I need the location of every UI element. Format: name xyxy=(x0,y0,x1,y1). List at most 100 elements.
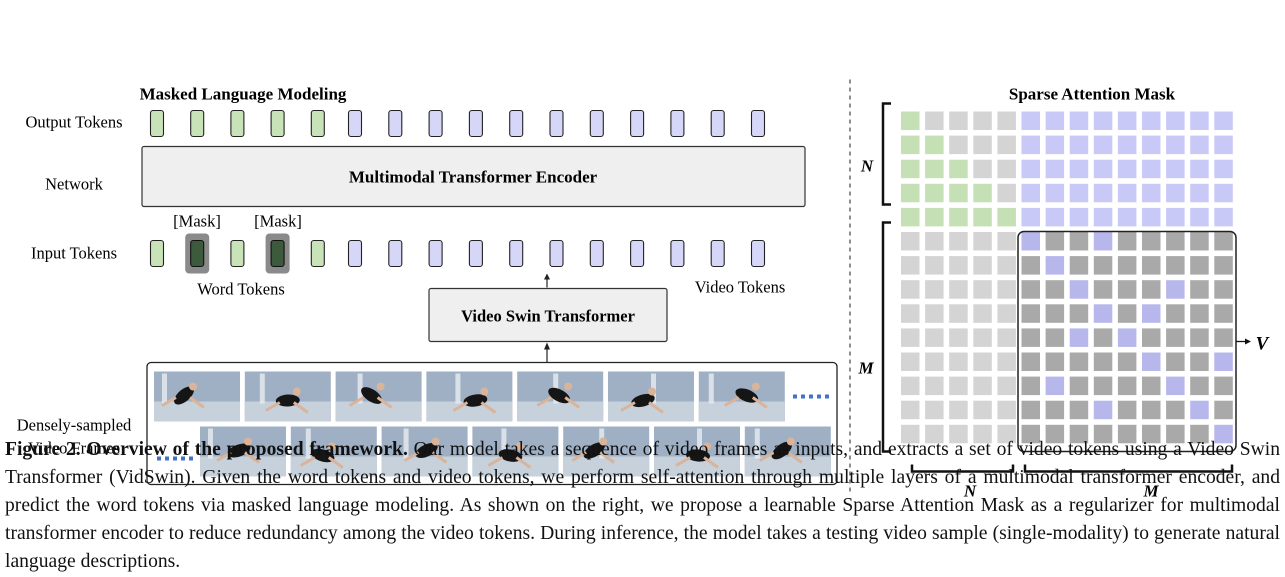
mask-cell-video-masked xyxy=(1214,328,1233,347)
mask-cell-text-video xyxy=(1142,207,1161,227)
mask-cell-video-learned xyxy=(1214,352,1233,371)
mask-cell-text-video xyxy=(1190,135,1209,155)
brace-n-bottom xyxy=(910,464,1015,473)
mask-cell-video-masked xyxy=(1190,328,1209,347)
mask-cell-text-video xyxy=(1069,207,1089,227)
mask-cell-video-masked xyxy=(1069,232,1089,251)
mask-cell-video-masked xyxy=(1045,280,1065,299)
output-video-token xyxy=(388,109,403,138)
mask-cell-text-causal xyxy=(925,183,944,203)
mask-cell-video-masked xyxy=(1069,352,1089,371)
output-video-token xyxy=(750,109,766,138)
output-video-token xyxy=(347,109,363,138)
mask-cell-blocked xyxy=(949,232,968,251)
mask-cell-blocked xyxy=(997,232,1016,251)
mask-cell-blocked xyxy=(997,280,1016,299)
mask-cell-blocked xyxy=(949,256,968,275)
mask-cell-video-masked xyxy=(1166,328,1185,347)
mask-cell-text-video xyxy=(1142,183,1161,203)
ellipsis-top-icon xyxy=(793,394,829,399)
mask-label-2: [Mask] xyxy=(254,212,302,231)
mask-cell-video-learned xyxy=(1045,376,1065,396)
mask-cell-text-video xyxy=(1045,159,1065,179)
mask-cell-text-video xyxy=(1117,135,1137,155)
mask-cell-video-masked xyxy=(1214,376,1233,396)
mask-cell-video-masked xyxy=(1045,400,1065,420)
video-swin-box xyxy=(428,287,668,343)
mask-cell-text-video xyxy=(1117,111,1137,130)
mask-cell-video-masked xyxy=(1093,376,1113,396)
mask-cell-text-video xyxy=(1117,159,1137,179)
video-frame-thumbnail xyxy=(244,371,331,422)
mask-cell-blocked xyxy=(997,111,1016,130)
mask-cell-text-video xyxy=(1166,111,1185,130)
mask-cell-text-video xyxy=(1166,207,1185,227)
mask-cell-video-masked xyxy=(1021,280,1040,299)
mask-cell-text-video xyxy=(1093,111,1113,130)
mask-cell-video-masked xyxy=(1021,304,1040,323)
mask-cell-blocked xyxy=(901,376,920,396)
mask-cell-text-video xyxy=(1117,183,1137,203)
mask-cell-text-video xyxy=(1166,159,1185,179)
mask-cell-text-video xyxy=(1214,159,1233,179)
brace-m-left xyxy=(881,221,891,453)
video-frames-group xyxy=(154,371,831,477)
video-frame-thumbnail xyxy=(608,371,694,422)
video-frame-thumbnail xyxy=(517,371,604,422)
mask-cell-video-masked xyxy=(1142,400,1161,420)
output-word-token xyxy=(190,109,205,138)
mask-cell-video-masked xyxy=(1093,352,1113,371)
mask-cell-blocked xyxy=(997,256,1016,275)
mask-cell-text-causal xyxy=(925,207,944,227)
mask-cell-video-masked xyxy=(1117,280,1137,299)
mask-cell-blocked xyxy=(973,159,992,179)
mask-cell-blocked xyxy=(925,376,944,396)
mask-cell-video-masked xyxy=(1045,232,1065,251)
mask-cell-video-masked xyxy=(1045,328,1065,347)
mask-cell-blocked xyxy=(925,352,944,371)
mask-cell-blocked xyxy=(997,400,1016,420)
mask-cell-text-video xyxy=(1142,159,1161,179)
mask-cell-text-video xyxy=(1214,207,1233,227)
mask-cell-blocked xyxy=(973,111,992,130)
mask-cell-video-learned xyxy=(1142,304,1161,323)
mask-cell-text-causal xyxy=(949,159,968,179)
mask-cell-blocked xyxy=(925,111,944,130)
mask-cell-blocked xyxy=(997,304,1016,323)
output-word-token xyxy=(149,109,165,138)
multimodal-encoder-box xyxy=(141,145,806,208)
mask-cell-video-learned xyxy=(1117,328,1137,347)
mask-cell-video-learned xyxy=(1069,280,1089,299)
mask-cell-text-causal xyxy=(973,183,992,203)
mask-cell-blocked xyxy=(925,304,944,323)
mask-cell-video-masked xyxy=(1069,256,1089,275)
brace-m-bottom xyxy=(1023,464,1234,473)
mask-cell-text-video xyxy=(1190,207,1209,227)
mask-cell-video-masked xyxy=(1045,352,1065,371)
input-video-token xyxy=(589,239,604,268)
mask-cell-text-causal xyxy=(901,111,920,130)
mask-cell-blocked xyxy=(973,304,992,323)
mask-cell-blocked xyxy=(949,111,968,130)
mask-cell-text-video xyxy=(1093,207,1113,227)
mask-cell-text-video xyxy=(1045,207,1065,227)
mask-cell-text-video xyxy=(1093,183,1113,203)
output-video-token xyxy=(710,109,725,138)
mask-cell-blocked xyxy=(925,280,944,299)
arrow-right-v-icon xyxy=(1236,338,1251,345)
mask-cell-text-causal xyxy=(901,135,920,155)
mask-cell-text-video xyxy=(1045,183,1065,203)
mask-cell-blocked xyxy=(925,232,944,251)
output-video-token xyxy=(549,109,564,138)
mask-cell-video-masked xyxy=(1166,352,1185,371)
n-label-left: N xyxy=(860,157,874,176)
mask-cell-text-video xyxy=(1045,111,1065,130)
mask-cell-text-causal xyxy=(901,159,920,179)
mask-cell-video-masked xyxy=(1214,232,1233,251)
mask-cell-video-masked xyxy=(1069,424,1089,444)
input-video-token xyxy=(710,239,725,268)
mask-cell-video-masked xyxy=(1142,256,1161,275)
mask-cell-blocked xyxy=(973,280,992,299)
ellipsis-bottom-icon xyxy=(157,456,193,461)
mask-cell-video-masked xyxy=(1069,376,1089,396)
